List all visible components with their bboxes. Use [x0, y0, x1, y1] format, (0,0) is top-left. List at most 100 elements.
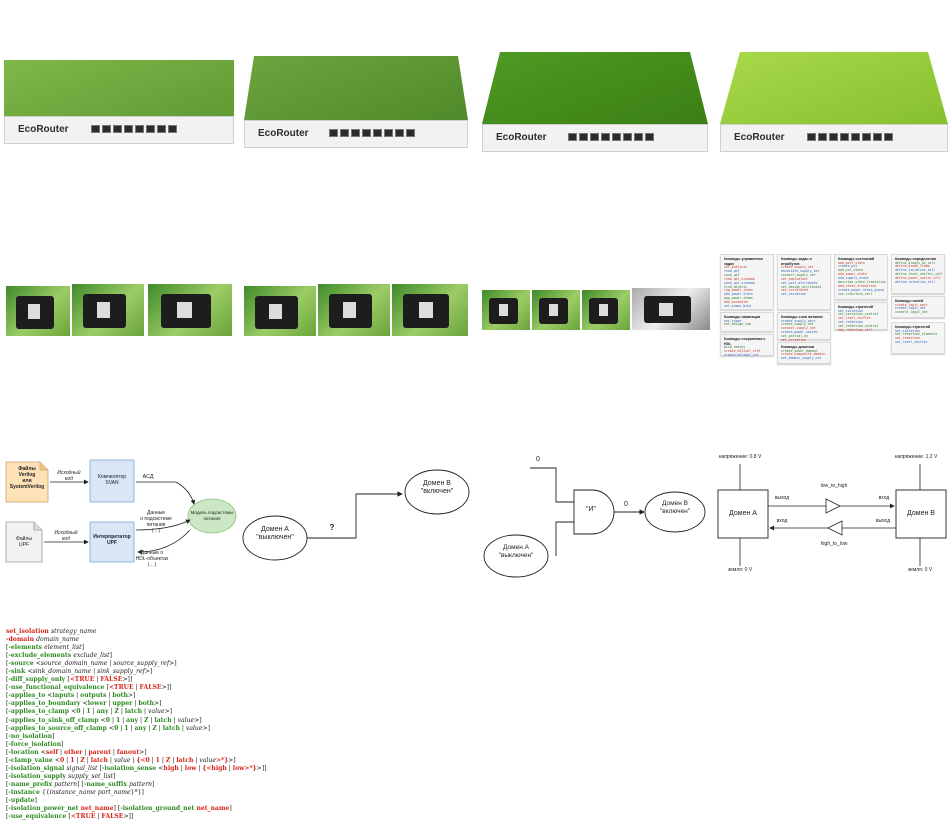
flow-diagram	[5, 459, 237, 563]
domain-b-ellipse	[404, 469, 470, 515]
syntax-token: [	[6, 756, 9, 764]
syntax-line: [-sink <sink_domain_name | sink_supply_r…	[6, 668, 266, 676]
and-domain-a-label-line: "выключен"	[498, 551, 534, 559]
syntax-line: [-instance {{instance_name port_name}*}]	[6, 789, 266, 797]
syntax-token: Z	[144, 716, 149, 724]
connector-highlight	[499, 304, 508, 316]
command-table-title: Команды навигации	[724, 315, 761, 319]
ls-in-a-label: вход	[770, 518, 794, 524]
command-name: save_upf_sizemap	[724, 280, 755, 285]
ethernet-port-icon	[373, 129, 382, 137]
command-name: add_parameter	[724, 300, 749, 305]
syntax-token: net_name	[196, 805, 230, 813]
syntax-token: Z	[114, 708, 119, 716]
command-name: set_variation	[781, 292, 806, 297]
syntax-token: low>*}	[232, 764, 257, 772]
verilog-files-label-line: или	[22, 478, 32, 484]
model-ellipse	[187, 498, 237, 534]
syntax-line: [-clamp_value <0 | 1 | Z | latch | value…	[6, 757, 266, 765]
syntax-token: <	[109, 724, 115, 732]
syntax-token: <	[47, 692, 53, 700]
command-name: associate_supply_set	[781, 268, 820, 273]
syntax-token: 1	[70, 756, 75, 764]
set-isolation-syntax: set_isolation strategy_name -domain doma…	[6, 628, 266, 821]
domain-a-off-label-line: "выключен"	[256, 534, 294, 541]
command-table-title: Команды управления задач	[724, 257, 763, 266]
ethernet-port-icon	[124, 125, 133, 133]
syntax-token: -force_isolation	[8, 740, 62, 748]
voltage-right: напряжение: 1.2 V	[880, 454, 952, 460]
ethernet-port-icon	[113, 125, 122, 133]
syntax-token: self	[45, 748, 59, 756]
command-table-title: Команды задач и атрибутов	[781, 257, 812, 266]
syntax-token: |	[142, 708, 149, 716]
ethernet-port-icon	[579, 133, 588, 141]
syntax-line: [-force_isolation]	[6, 741, 266, 749]
ethernet-port-icon	[135, 125, 144, 133]
command-name: read_upf_sizemap	[724, 276, 755, 281]
question-label: ?	[322, 523, 342, 532]
command-name: create_composite_domain	[781, 352, 826, 357]
syntax-token: -applies_to_source_off_clamp	[8, 724, 109, 732]
router-brand-label: EcoRouter	[18, 124, 69, 135]
syntax-token: [	[6, 700, 9, 708]
hardware-photo-4	[244, 286, 316, 336]
syntax-token: |	[118, 708, 125, 716]
syntax-token: upper	[112, 700, 133, 708]
voltage-left-line: напряжение: 0.8 V	[718, 454, 762, 460]
verilog-files-label-line: Файлы	[18, 466, 36, 472]
syntax-line: set_isolation strategy_name	[6, 628, 266, 636]
ethernet-port-icon	[590, 133, 599, 141]
router-photo-4: EcoRouter	[720, 52, 948, 152]
voltage-right-line: напряжение: 1.2 V	[894, 454, 938, 460]
command-name: describe_state_transition	[838, 280, 886, 285]
and-gate-label: "И"	[574, 506, 608, 514]
source-code-label-1-line: код	[65, 476, 73, 482]
and-input-zero: 0	[532, 456, 544, 464]
and-gate	[573, 489, 615, 535]
syntax-token: -elements	[8, 644, 45, 652]
syntax-token: |	[179, 724, 186, 732]
and-domain-b-label-line: "включен"	[659, 507, 691, 515]
command-table-title: Команды полей	[895, 299, 924, 303]
syntax-token: Z	[152, 724, 157, 732]
syntax-token: |	[95, 813, 102, 821]
syntax-token: |	[106, 692, 113, 700]
domain-b-on-label-line: Домен В	[423, 480, 451, 487]
syntax-token: -isolation_supply	[8, 772, 69, 780]
syntax-token: {{	[42, 788, 50, 796]
syntax-token: |	[156, 724, 163, 732]
command-name: set_scope_bind	[724, 304, 751, 309]
ground-right: земля: 0 V	[900, 567, 940, 573]
syntax-token: |	[128, 724, 135, 732]
command-name: connect_supply_net	[781, 272, 816, 277]
router-photo-3: EcoRouter	[482, 52, 708, 152]
verilog-files-label-line: Verilog	[18, 472, 36, 478]
syntax-token: 1	[155, 756, 160, 764]
connector-highlight	[28, 304, 40, 319]
syntax-token: >]	[194, 716, 202, 724]
router-brand-label: EcoRouter	[734, 132, 785, 143]
syntax-token: >]	[202, 724, 210, 732]
syntax-token: [	[6, 708, 9, 716]
syntax-token: [	[6, 684, 9, 692]
ethernet-port-icon	[362, 129, 371, 137]
syntax-token: {<0	[136, 756, 150, 764]
upf-file-icon	[5, 521, 43, 563]
syntax-token: -isolation_sense	[101, 764, 159, 772]
syntax-token: <	[27, 668, 33, 676]
ethernet-port-icon	[601, 133, 610, 141]
ethernet-port-icon	[829, 133, 838, 141]
ethernet-port-icon	[884, 133, 893, 141]
command-name: find_objects	[724, 284, 748, 289]
syntax-line: -domain domain_name	[6, 636, 266, 644]
syntax-token: latch	[90, 756, 108, 764]
ethernet-port-icon	[91, 125, 100, 133]
model-label-line: питания	[203, 515, 221, 521]
hardware-photo-7	[482, 290, 530, 330]
syntax-token: FALSE	[101, 813, 124, 821]
syntax-token: -diff_supply_only	[8, 676, 68, 684]
command-name: set_retention_control	[838, 324, 879, 329]
syntax-line: [-applies_to_source_off_clamp <0 | 1 | a…	[6, 725, 266, 733]
